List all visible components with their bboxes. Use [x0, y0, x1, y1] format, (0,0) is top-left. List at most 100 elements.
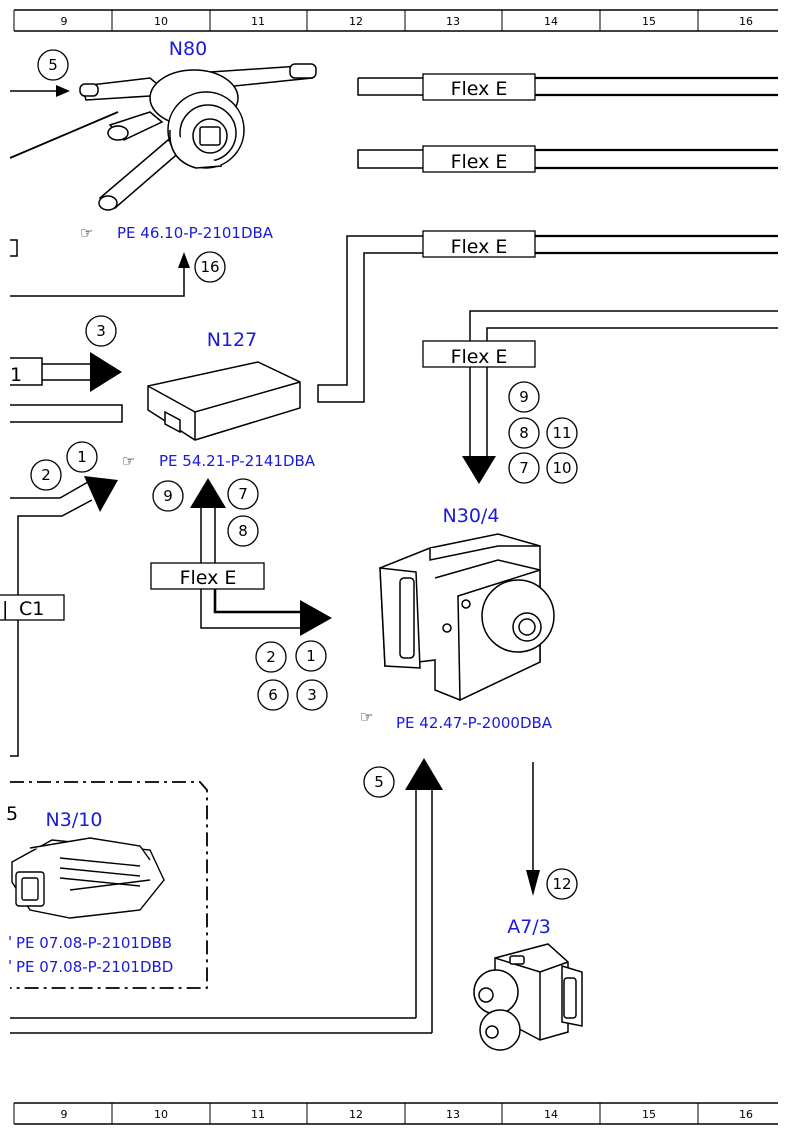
n30-up-arrowhead — [405, 758, 443, 790]
n80-component: N80 5 ☞ PE 46.10-P-2101DBA — [9, 38, 317, 297]
ruler-col-13: 13 — [446, 1108, 460, 1121]
callout-circle — [363, 766, 395, 798]
n127-component: N127 1 3 ☞ PE 54.21-P-2141DBA 2 1 — [0, 315, 332, 757]
ruler-col-14: 14 — [544, 1108, 558, 1121]
ruler-col-11: 11 — [251, 1108, 265, 1121]
top-ruler: 9 10 11 12 13 14 15 16 — [13, 9, 778, 32]
left-box-c1-label: C1 — [19, 598, 44, 620]
ruler-col-9: 9 — [61, 1108, 68, 1121]
callout-circle — [546, 868, 578, 900]
callout-circle — [296, 679, 328, 711]
n80-reference[interactable]: PE 46.10-P-2101DBA — [117, 224, 274, 242]
callout-n127-in: 3 — [96, 322, 106, 340]
flex-bus-label: Flex E — [451, 78, 508, 100]
n30-side-arrowhead — [300, 600, 332, 636]
n127-up-arrowhead — [190, 478, 226, 508]
callout-circle — [227, 515, 259, 547]
callout-circle — [255, 641, 287, 673]
ref-cutoff-mark: ' — [8, 957, 12, 975]
callout-n127-8: 8 — [238, 522, 248, 540]
n127-label: N127 — [207, 329, 257, 351]
flex-bus-label: Flex E — [451, 346, 508, 368]
ruler-col-10: 10 — [154, 1108, 168, 1121]
callout-circle — [295, 640, 327, 672]
callout-n80-out: 16 — [200, 258, 219, 276]
a7-3-label: A7/3 — [507, 916, 551, 938]
pointing-hand-icon: ☞ — [360, 708, 373, 726]
callout-n30-up-5: 5 — [374, 773, 384, 791]
ruler-col-12: 12 — [349, 1108, 363, 1121]
left-box-1-label: 1 — [10, 364, 22, 386]
left-arrowhead — [84, 476, 118, 512]
callout-n127-9: 9 — [163, 487, 173, 505]
callout-flex-7: 7 — [519, 459, 529, 477]
left-box-c1-bar: | — [2, 598, 8, 620]
pointing-hand-icon: ☞ — [80, 224, 93, 242]
n3-10-reference-a[interactable]: PE 07.08-P-2101DBB — [16, 934, 172, 952]
ruler-col-11: 11 — [251, 15, 265, 28]
callout-circle — [508, 381, 540, 413]
callout-flex-8: 8 — [519, 424, 529, 442]
a7-3-component: A7/3 — [473, 916, 583, 1051]
left-box-1 — [10, 357, 43, 386]
left-box-c1 — [0, 594, 65, 621]
flex-bus-label: Flex E — [451, 151, 508, 173]
left-wire — [10, 404, 123, 423]
ruler-col-15: 15 — [642, 15, 656, 28]
callout-n30-2: 2 — [266, 648, 276, 666]
n80-output-arrowhead — [178, 252, 190, 268]
flex-bus-4: Flex E 9 8 11 7 10 — [422, 310, 778, 484]
n127-reference[interactable]: PE 54.21-P-2141DBA — [159, 452, 316, 470]
flex-bus-label: Flex E — [451, 236, 508, 258]
callout-n127-7: 7 — [238, 485, 248, 503]
left-wire-b — [17, 499, 93, 540]
ruler-col-16: 16 — [739, 1108, 753, 1121]
n3-10-dashed-frame — [10, 781, 208, 989]
callout-n80-in: 5 — [48, 56, 58, 74]
n80-switch-icon — [9, 63, 317, 211]
callout-circle — [30, 459, 62, 491]
callout-n30-6: 6 — [268, 686, 278, 704]
n3-10-component: 5 N3/10 ' PE 07.08-P-2101DBB ' PE 07.08-… — [6, 781, 208, 989]
n3-10-left-label: 5 — [6, 803, 18, 825]
callout-circle — [227, 478, 259, 510]
pointing-hand-icon: ☞ — [122, 452, 135, 470]
n127-module-icon — [147, 361, 301, 441]
flex-bus-mid — [150, 562, 265, 590]
n30-4-component: N30/4 ☞ PE 42.47-P-2000DBA 12 5 — [10, 505, 578, 1034]
ruler-col-12: 12 — [349, 15, 363, 28]
callout-flex-11: 11 — [552, 424, 571, 442]
bottom-ruler: 9 10 11 12 13 14 15 16 — [13, 1102, 778, 1125]
ruler-col-13: 13 — [446, 15, 460, 28]
flex-bus-label: Flex E — [180, 567, 237, 589]
a7-3-unit-icon — [473, 943, 583, 1051]
ruler-col-16: 16 — [739, 15, 753, 28]
n30-4-label: N30/4 — [443, 505, 500, 527]
callout-circle — [152, 480, 184, 512]
flex-bus-3: Flex E — [317, 230, 778, 403]
n80-label: N80 — [169, 38, 207, 60]
a7-3-input-arrowhead — [526, 870, 540, 896]
n80-output-wire — [10, 266, 185, 297]
callout-circle — [546, 452, 578, 484]
flex-bus-1: Flex E — [357, 73, 778, 101]
callout-flex-10: 10 — [552, 459, 571, 477]
ruler-col-10: 10 — [154, 15, 168, 28]
callout-circle — [508, 452, 540, 484]
callout-circle — [66, 441, 98, 473]
n30-4-reference[interactable]: PE 42.47-P-2000DBA — [396, 714, 553, 732]
callout-left-2: 2 — [41, 466, 51, 484]
n3-10-reference-b[interactable]: PE 07.08-P-2101DBD — [16, 958, 173, 976]
n3-10-ecu-icon — [11, 837, 165, 919]
callout-left-1: 1 — [77, 448, 87, 466]
callout-circle — [194, 251, 226, 283]
left-wire-a — [10, 481, 89, 499]
callout-n30-1: 1 — [306, 647, 316, 665]
callout-a7-12: 12 — [552, 875, 571, 893]
callout-flex-9: 9 — [519, 388, 529, 406]
ruler-col-14: 14 — [544, 15, 558, 28]
edge-bracket — [10, 239, 18, 257]
ruler-col-9: 9 — [61, 15, 68, 28]
n3-10-label: N3/10 — [46, 809, 103, 831]
